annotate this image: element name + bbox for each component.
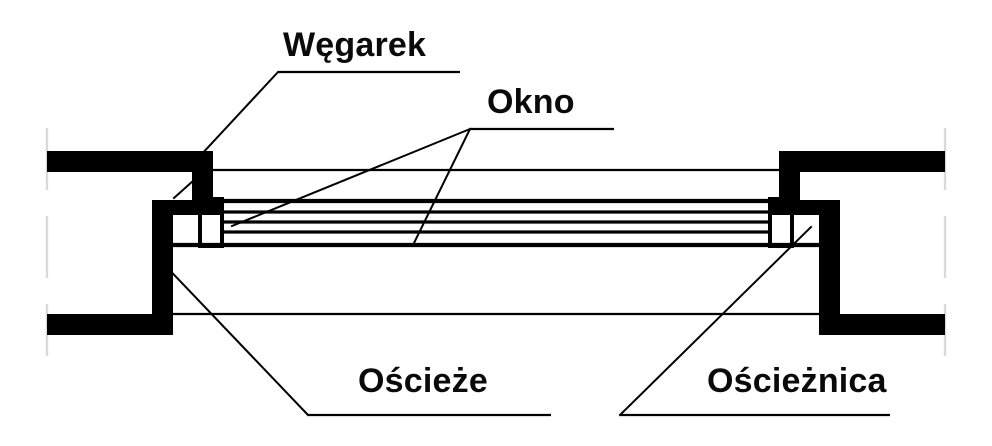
right-outer-wall-leaf — [793, 151, 945, 172]
leader-line-wegarek-tick — [172, 170, 205, 200]
leader-line-okno-glazing — [412, 127, 472, 245]
label-okno: Okno — [487, 83, 575, 121]
leader-line-osciieznica — [618, 225, 813, 417]
leader-line-wegarek — [198, 70, 280, 158]
right-reveal-return-wall — [819, 200, 840, 335]
label-underlines — [278, 70, 890, 417]
left-outer-wall-leaf — [47, 151, 199, 172]
opening-outlines — [172, 168, 820, 316]
label-texts: Węgarek Okno Ościeże Ościeżnica — [283, 26, 888, 400]
leader-line-osciece — [158, 258, 310, 417]
leader-line-okno-frame — [230, 127, 472, 228]
window-glazing-pack — [220, 208, 772, 236]
right-inner-wall-leaf — [819, 314, 945, 335]
right-reveal-head — [772, 200, 840, 215]
right-wall-assembly — [772, 151, 945, 335]
label-osciece: Ościeże — [358, 362, 488, 400]
left-reveal-head — [152, 200, 220, 215]
left-inner-wall-leaf — [47, 314, 173, 335]
leader-lines — [158, 70, 813, 417]
label-osciieznica: Ościeżnica — [707, 362, 888, 400]
left-reveal-return-wall — [152, 200, 173, 335]
label-wegarek: Węgarek — [283, 26, 426, 64]
